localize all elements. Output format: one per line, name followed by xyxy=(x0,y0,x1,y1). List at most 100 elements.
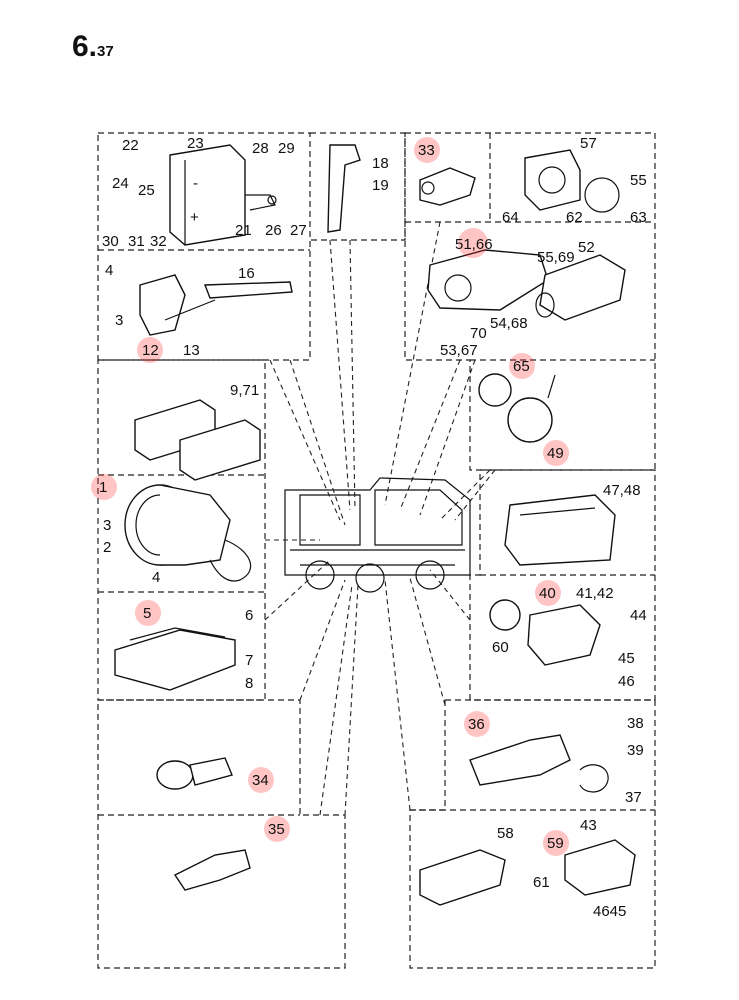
part-relay-box: - + xyxy=(169,144,277,246)
callout: 65 xyxy=(509,353,535,379)
callout: 62 xyxy=(566,209,583,226)
callout-label: 26 xyxy=(265,222,282,239)
callout-label: 60 xyxy=(492,639,509,656)
callout-label: 62 xyxy=(566,209,583,226)
part-valve-51 xyxy=(427,249,549,311)
callout-label: 44 xyxy=(630,607,647,624)
callout-label: 39 xyxy=(627,742,644,759)
part-switch-12 xyxy=(139,274,293,336)
callout: 24 xyxy=(112,175,129,192)
callout: 9,71 xyxy=(230,382,259,399)
callout-label: 24 xyxy=(112,175,129,192)
callout-label: 41,42 xyxy=(576,585,614,602)
callout-label: 35 xyxy=(268,821,285,838)
callout-label: 6 xyxy=(245,607,253,624)
part-lamp-65 xyxy=(478,373,556,443)
part-flasher-5 xyxy=(114,627,236,691)
callout: 19 xyxy=(372,177,389,194)
callout: 4645 xyxy=(593,903,626,920)
callout-label: 25 xyxy=(138,182,155,199)
callout: 43 xyxy=(580,817,597,834)
part-sensor-34 xyxy=(156,757,233,790)
callout-label: 28 xyxy=(252,140,269,157)
callout: 4 xyxy=(105,262,113,279)
callout: 28 xyxy=(252,140,269,157)
callout-label: 51,66 xyxy=(455,236,493,253)
callout: 36 xyxy=(464,711,490,737)
callout-label: 19 xyxy=(372,177,389,194)
callout-label: 5 xyxy=(143,605,151,622)
callout-labels: 22 23 28 29 24 25 18 19 21 26 27 30 31 3… xyxy=(91,135,647,920)
callout: 26 xyxy=(265,222,282,239)
frame-bracket-panel xyxy=(310,132,406,241)
callout: 54,68 xyxy=(490,315,528,332)
callout: 32 xyxy=(150,233,167,250)
callout-label: 54,68 xyxy=(490,315,528,332)
callout-label: 58 xyxy=(497,825,514,842)
callout: 23 xyxy=(187,135,204,152)
callout: 37 xyxy=(625,789,642,806)
frame-left-mid xyxy=(97,359,266,701)
part-pressure-switch-40 xyxy=(489,599,601,666)
callout: 55,69 xyxy=(537,249,575,266)
callout: 5 xyxy=(135,600,161,626)
part-connector-58 xyxy=(419,849,506,906)
part-bracket-18 xyxy=(327,144,361,233)
callout: 3 xyxy=(115,312,123,329)
callout-label: 1 xyxy=(99,479,107,496)
part-switch-52 xyxy=(535,254,626,321)
callout-label: 13 xyxy=(183,342,200,359)
callout-label: 52 xyxy=(578,239,595,256)
callout: 55 xyxy=(630,172,647,189)
callout-label: 23 xyxy=(187,135,204,152)
callout-label: 43 xyxy=(580,817,597,834)
callout-label: 34 xyxy=(252,772,269,789)
callout-label: 33 xyxy=(418,142,435,159)
part-battery-9 xyxy=(134,399,261,481)
leader-lines xyxy=(264,221,496,816)
callout-label: 2 xyxy=(103,539,111,556)
callout: 41,42 xyxy=(576,585,614,602)
callout: 7 xyxy=(245,652,253,669)
callout: 2 xyxy=(103,539,111,556)
callout: 40 xyxy=(535,580,561,606)
frame-top-right xyxy=(404,132,656,471)
callout: 52 xyxy=(578,239,595,256)
callout: 45 xyxy=(618,650,635,667)
callout-label: 63 xyxy=(630,209,647,226)
callout: 38 xyxy=(627,715,644,732)
callout-label: 64 xyxy=(502,209,519,226)
callout-label: 55,69 xyxy=(537,249,575,266)
callout-label: 59 xyxy=(547,835,564,852)
callout: 22 xyxy=(122,137,139,154)
callout: 44 xyxy=(630,607,647,624)
callout-label: 38 xyxy=(627,715,644,732)
callout-label: 49 xyxy=(547,445,564,462)
callout-label: 18 xyxy=(372,155,389,172)
callout-label: 16 xyxy=(238,265,255,282)
relay-plus-symbol: + xyxy=(190,209,199,226)
callout: 57 xyxy=(580,135,597,152)
callout-label: 36 xyxy=(468,716,485,733)
page-number-sub: 37 xyxy=(97,43,114,60)
callout-label: 4645 xyxy=(593,903,626,920)
vehicle-outline xyxy=(284,477,471,593)
callout: 49 xyxy=(543,440,569,466)
callout: 31 xyxy=(128,233,145,250)
callout-label: 12 xyxy=(142,342,159,359)
section-number: 6. xyxy=(72,30,98,63)
callout: 47,48 xyxy=(603,482,641,499)
callout-label: 47,48 xyxy=(603,482,641,499)
callout-label: 70 xyxy=(470,325,487,342)
callout: 30 xyxy=(102,233,119,250)
callout: 27 xyxy=(290,222,307,239)
callout: 18 xyxy=(372,155,389,172)
callout: 35 xyxy=(264,816,290,842)
callout: 6 xyxy=(245,607,253,624)
callout: 34 xyxy=(248,767,274,793)
part-pump-62 xyxy=(524,149,620,213)
callout-label: 3 xyxy=(103,517,111,534)
callout-label: 4 xyxy=(105,262,113,279)
part-sender-33 xyxy=(419,167,476,206)
callout: 21 xyxy=(235,222,252,239)
